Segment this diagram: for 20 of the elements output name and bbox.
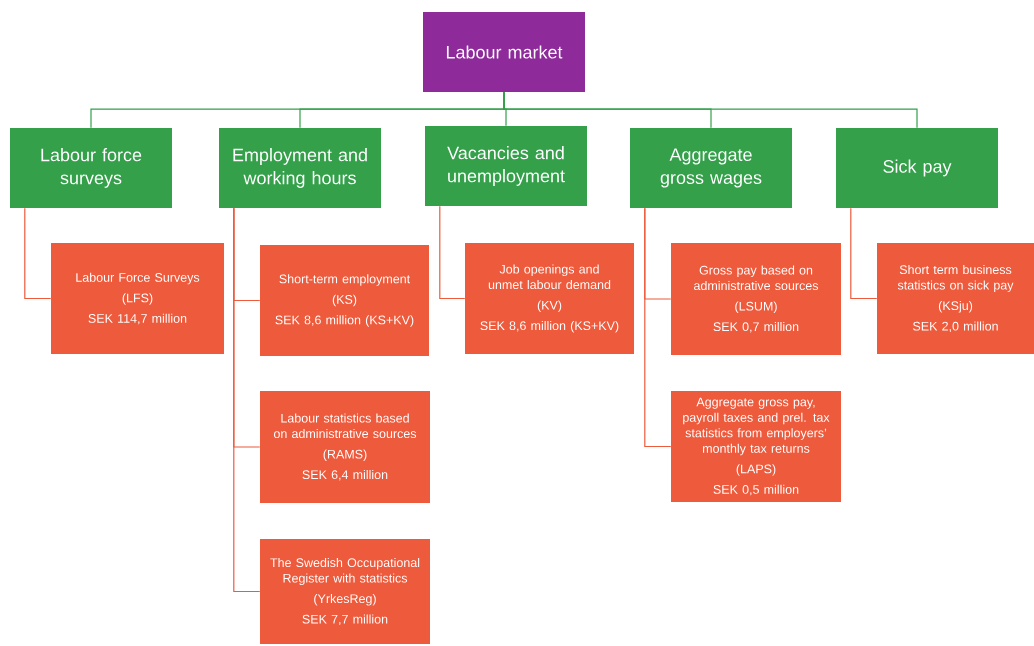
- category-box: Sick pay: [836, 128, 998, 208]
- connector: [503, 91, 918, 129]
- source-box: Aggregate gross pay, payroll taxes and prel. tax statistics from employers’ monthly tax returns (LAPS) SEK 0,5 million: [671, 391, 841, 502]
- source-box: Short term business statistics on sick pay (KSju) SEK 2,0 million: [877, 243, 1034, 354]
- source-box: Labour Force Surveys (LFS) SEK 114,7 million: [51, 243, 224, 354]
- category-box: Aggregate gross wages: [630, 128, 792, 208]
- connector: [644, 207, 672, 448]
- topic-box: Labour market: [423, 12, 585, 92]
- source-box: Short-term employment (KS) SEK 8,6 million (KS+KV): [260, 245, 429, 356]
- connector: [24, 207, 52, 300]
- source-box: Labour statistics based on administrative sources (RAMS) SEK 6,4 million: [260, 391, 430, 503]
- source-box: Job openings and unmet labour demand (KV) SEK 8,6 million (KS+KV): [465, 243, 634, 354]
- category-box: Vacancies and unemployment: [425, 126, 587, 206]
- connector: [439, 205, 466, 300]
- connector: [233, 207, 261, 593]
- category-box: Employment and working hours: [219, 128, 381, 208]
- source-box: Gross pay based on administrative sources (LSUM) SEK 0,7 million: [671, 243, 841, 355]
- category-box: Labour force surveys: [10, 128, 172, 208]
- source-box: The Swedish Occupational Register with statistics (YrkesReg) SEK 7,7 million: [260, 539, 430, 644]
- connector: [850, 207, 878, 300]
